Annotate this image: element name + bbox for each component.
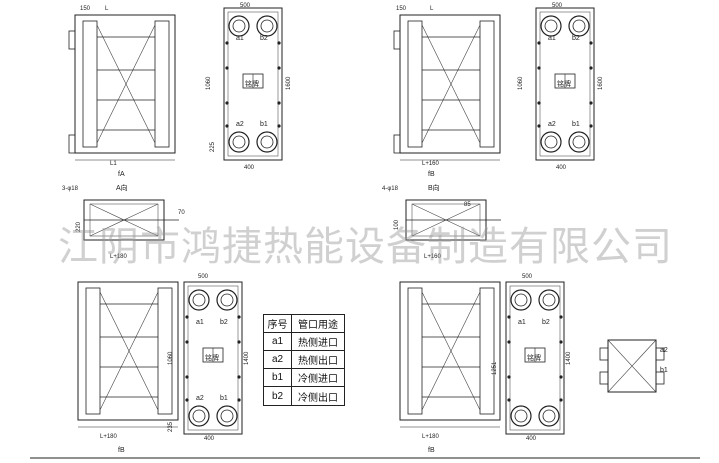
dim-500-bottom-left: 500 <box>198 274 209 280</box>
legend-row-use: 冷侧出口 <box>298 392 338 404</box>
section-label-a: A向 <box>116 183 128 192</box>
dim-L180-bottom-right: L+180 <box>422 434 440 440</box>
frame-side-view-top-right <box>393 14 501 161</box>
port-b2-bottom-right: b2 <box>542 319 550 326</box>
view-label-fB-bottom-left: fB <box>118 447 125 454</box>
dim-225-top-left: 225 <box>210 141 216 152</box>
port-b2-bottom-left: b2 <box>220 319 228 326</box>
dim-400-bottom-left: 400 <box>204 436 215 442</box>
port-a2-bottom-left: a2 <box>196 395 204 402</box>
dim-150-top-left: 150 <box>80 6 91 12</box>
dim-220-section: 220 <box>76 221 82 232</box>
dim-1060-bottom-left: 1060 <box>168 351 174 365</box>
dim-1400-bottom-left: 1400 <box>244 351 250 365</box>
view-label-fB-top: fB <box>428 171 435 178</box>
frame-side-view-bottom-right <box>399 281 501 428</box>
legend-row: b1 冷侧进口 <box>264 369 344 387</box>
nameplate-label-top-left: 铭牌 <box>245 79 259 88</box>
port-b2-top-right: b2 <box>572 35 580 42</box>
dim-L180-bottom-left: L+180 <box>100 434 118 440</box>
dim-85: 85 <box>464 202 471 208</box>
port-a1-top-right: a1 <box>548 35 556 42</box>
port-a1-bottom-right: a1 <box>518 319 526 326</box>
legend-header-id: 序号 <box>264 315 292 332</box>
frame-side-view-top-left <box>68 14 176 161</box>
dim-500-top-right: 500 <box>552 3 563 9</box>
dim-1060-top-left: 1060 <box>206 76 212 90</box>
dim-150-top-right: 150 <box>396 6 407 12</box>
legend-row-id: b2 <box>264 387 292 405</box>
section-view-a <box>83 199 180 241</box>
dim-400-top-right: 400 <box>556 165 567 171</box>
dim-L160-top: L+160 <box>422 161 440 167</box>
dim-500-bottom-right: 500 <box>522 274 533 280</box>
legend-row: a2 热侧出口 <box>264 351 344 369</box>
dim-500-top-left: 500 <box>240 3 251 9</box>
dim-L180-section: L+180 <box>110 254 128 260</box>
holes-label-b: 4-φ18 <box>382 186 399 192</box>
port-a1-bottom-left: a1 <box>196 319 204 326</box>
section-label-b: B向 <box>428 183 440 192</box>
legend-row-use: 热侧进口 <box>298 338 338 349</box>
dim-1060-top-right: 1060 <box>518 76 524 90</box>
dim-1251-bottom-right: 1251 <box>492 361 498 375</box>
dim-400-bottom-right: 400 <box>526 436 537 442</box>
port-a1-top-left: a1 <box>236 35 244 42</box>
view-label-fA: fA <box>118 171 125 178</box>
dim-235: 235 <box>168 421 174 432</box>
legend-row: b2 冷侧出口 <box>264 387 344 405</box>
frame-side-view-bottom-left <box>77 281 179 428</box>
dim-1600-top-left: 1600 <box>286 76 292 90</box>
port-a2-top-right: a2 <box>548 121 556 128</box>
legend-row: a1 热侧进口 <box>264 333 344 351</box>
port-legend-table: 序号 管口用途 a1 热侧进口 a2 热侧出口 b1 冷侧进口 b2 冷侧出口 <box>263 314 345 406</box>
legend-row-use: 冷侧进口 <box>298 374 338 385</box>
nameplate-label-bottom-left: 铭牌 <box>205 353 219 362</box>
port-a2-side: a2 <box>660 347 668 354</box>
port-b1-bottom-left: b1 <box>220 395 228 402</box>
dim-70: 70 <box>178 210 185 216</box>
legend-row-id: b1 <box>264 369 292 386</box>
dim-L-top-right: L <box>430 6 434 12</box>
port-b1-top-left: b1 <box>260 121 268 128</box>
nameplate-label-bottom-right: 铭牌 <box>527 353 541 362</box>
dim-100: 100 <box>394 219 400 230</box>
port-b1-top-right: b1 <box>572 121 580 128</box>
port-a2-top-left: a2 <box>236 121 244 128</box>
holes-label-a: 3-φ18 <box>62 186 79 192</box>
nameplate-label-top-right: 铭牌 <box>557 79 571 88</box>
legend-row-id: a1 <box>264 333 292 350</box>
port-b2-top-left: b2 <box>260 35 268 42</box>
legend-header-row: 序号 管口用途 <box>264 315 344 333</box>
dim-1600-top-right: 1600 <box>598 76 604 90</box>
legend-row-id: a2 <box>264 351 292 368</box>
dim-400-top-left: 400 <box>244 165 255 171</box>
dim-1400-bottom-right: 1400 <box>566 351 572 365</box>
dim-L-top-left: L <box>105 6 109 12</box>
dim-L160-section: L+160 <box>424 254 442 260</box>
legend-header-use: 管口用途 <box>298 320 338 331</box>
view-label-fB-bottom-right: fB <box>428 447 435 454</box>
side-detail-view <box>599 339 665 393</box>
legend-row-use: 热侧出口 <box>298 356 338 367</box>
section-view-b <box>405 199 502 241</box>
port-b1-side: b1 <box>660 367 668 374</box>
dim-L1: L1 <box>110 161 117 167</box>
